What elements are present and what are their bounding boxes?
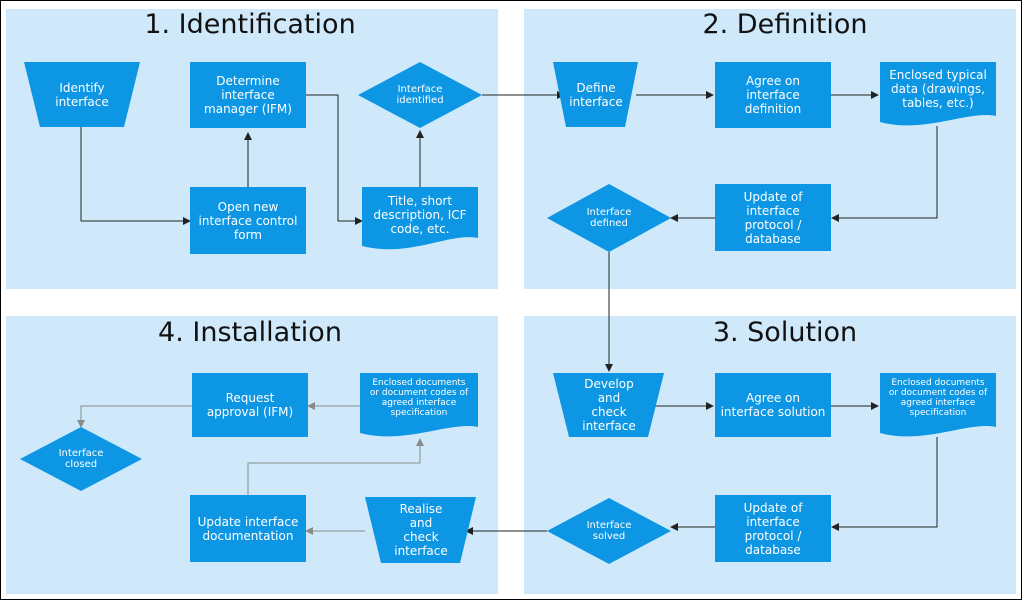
label-identify-interface: Identify interface (55, 80, 109, 109)
label-realise-check: Realise and check interface (394, 502, 448, 558)
label-agree-solution: Agree on interface solution (720, 391, 826, 419)
shape-determine-ifm (190, 62, 306, 128)
label-enclosed-typical: Enclosed typical data (drawings, tables,… (889, 68, 987, 110)
shape-update-protocol-2 (715, 495, 831, 562)
shape-update-documentation (190, 495, 306, 562)
label-interface-identified: Interface identified (396, 84, 444, 106)
shape-define-interface (553, 62, 638, 127)
connector-enclosed-to-update (831, 126, 938, 222)
shape-interface-defined (547, 184, 671, 252)
connector-identify-to-form (80, 127, 191, 225)
label-define-interface: Define interface (569, 80, 623, 109)
label-open-form: Open new interface control form (198, 199, 298, 242)
shape-agree-definition (715, 62, 831, 128)
panel-title-definition: 2. Definition (702, 9, 868, 40)
label-interface-closed: Interface closed (58, 448, 104, 470)
label-develop-check: Develop and check interface (582, 377, 636, 433)
label-request-approval: Request approval (IFM) (206, 391, 294, 419)
label-update-protocol-1: Update of interface protocol / database (743, 189, 803, 246)
label-enclosed-docs-solution: Enclosed documents or document codes of … (888, 378, 988, 418)
panel-title-installation: 4. Installation (158, 317, 342, 348)
shape-identify-interface (24, 62, 140, 127)
connector-request-to-closed (77, 405, 192, 428)
shape-update-protocol-1 (715, 184, 831, 251)
shape-enclosed-docs-install (360, 373, 478, 437)
connector-ifm-to-title (306, 94, 363, 225)
panel-title-solution: 3. Solution (712, 317, 858, 348)
label-update-documentation: Update interface documentation (197, 514, 299, 543)
label-interface-solved: Interface solved (586, 520, 632, 542)
shape-agree-solution (715, 373, 831, 437)
connector-enclosed-to-update-2 (831, 437, 938, 531)
shape-enclosed-docs-solution (880, 373, 996, 437)
shape-enclosed-typical (880, 62, 996, 126)
label-enclosed-docs-install: Enclosed documents or document codes of … (369, 378, 469, 418)
shape-open-form (190, 187, 306, 254)
connector-update-doc-to-enclosed (247, 438, 424, 495)
label-agree-definition: Agree on interface definition (744, 74, 802, 116)
label-update-protocol-2: Update of interface protocol / database (743, 500, 803, 557)
label-title-desc: Title, short description, ICF code, etc. (373, 194, 467, 236)
shape-interface-identified (358, 62, 482, 128)
shape-request-approval (192, 373, 308, 437)
label-interface-defined: Interface defined (586, 207, 632, 229)
panel-title-identification: 1. Identification (144, 9, 356, 40)
shape-realise-check (365, 497, 476, 563)
shape-title-desc (362, 187, 478, 250)
shape-develop-check (553, 373, 664, 437)
shape-interface-closed (20, 427, 142, 491)
shape-interface-solved (547, 498, 671, 564)
label-determine-ifm: Determine interface manager (IFM) (204, 74, 292, 116)
